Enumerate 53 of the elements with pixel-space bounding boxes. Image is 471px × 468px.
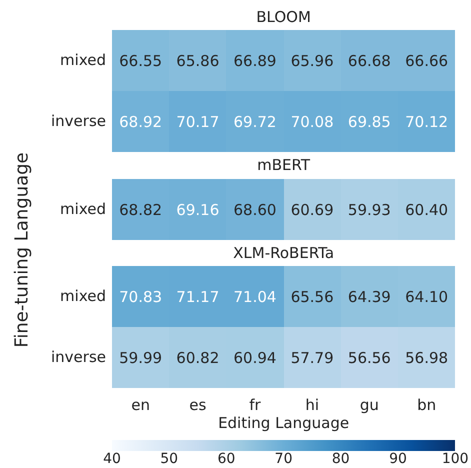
- heatmap-cell: 59.99: [112, 327, 170, 388]
- heatmap-cell: 71.17: [169, 266, 226, 327]
- heatmap-cell: 68.60: [226, 179, 284, 240]
- heatmap-cell: 70.12: [398, 91, 456, 152]
- column-label: hi: [304, 396, 320, 414]
- heatmap-cell: 65.96: [284, 30, 341, 91]
- tick-label: 40: [102, 451, 122, 467]
- heatmap-cell: 64.39: [340, 266, 398, 327]
- column-label: es: [188, 396, 208, 414]
- heatmap-cell: 66.68: [340, 30, 398, 91]
- row-label: inverse: [51, 112, 106, 130]
- heatmap-cell: 69.85: [340, 91, 398, 152]
- row-label: mixed: [60, 200, 106, 218]
- column-label: bn: [416, 396, 438, 414]
- row-label: mixed: [60, 50, 106, 68]
- heatmap-cell: 56.56: [340, 327, 398, 388]
- tick-label: 90: [388, 451, 408, 467]
- heatmap-cell: 68.82: [112, 179, 170, 240]
- heatmap-cell: 70.83: [112, 266, 170, 327]
- heatmap-cell: 69.72: [226, 91, 284, 152]
- tick-label: 50: [159, 451, 180, 467]
- heatmap-cell: 66.89: [226, 30, 284, 91]
- panel-title: mBERT: [256, 156, 312, 174]
- heatmap-cell: 59.93: [340, 179, 398, 240]
- tick-label: 70: [274, 451, 294, 467]
- heatmap-cell: 66.66: [398, 30, 456, 91]
- heatmap-cell: 60.69: [284, 179, 341, 240]
- tick-label: 100: [440, 451, 470, 467]
- heatmap-cell: 60.82: [169, 327, 226, 388]
- panel-title: BLOOM: [255, 8, 312, 26]
- tick-label: 60: [216, 451, 236, 467]
- axis-title: Editing Language: [217, 414, 350, 432]
- axis-title: Fine-tuning Language: [12, 152, 32, 348]
- heatmap-cell: 69.16: [169, 179, 226, 240]
- tick-label: 80: [330, 451, 351, 467]
- column-label: en: [130, 396, 151, 414]
- heatmap-cell: 68.92: [112, 91, 170, 152]
- panel-title: XLM-RoBERTa: [232, 244, 336, 262]
- heatmap-cell: 60.94: [226, 327, 284, 388]
- heatmap-cell: 60.40: [398, 179, 456, 240]
- heatmap-cell: 66.55: [112, 30, 170, 91]
- row-label: inverse: [51, 348, 106, 366]
- heatmap-cell: 64.10: [398, 266, 456, 327]
- heatmap-cell: 56.98: [398, 327, 456, 388]
- column-label: gu: [358, 396, 380, 414]
- heatmap-cell: 70.08: [284, 91, 341, 152]
- row-label: mixed: [60, 286, 106, 304]
- heatmap-cell: 71.04: [226, 266, 284, 327]
- heatmap-cell: 57.79: [284, 327, 341, 388]
- heatmap-cell: 65.86: [169, 30, 226, 91]
- heatmap-cell: 70.17: [169, 91, 226, 152]
- heatmap-cell: 65.56: [284, 266, 341, 327]
- column-label: fr: [248, 396, 262, 414]
